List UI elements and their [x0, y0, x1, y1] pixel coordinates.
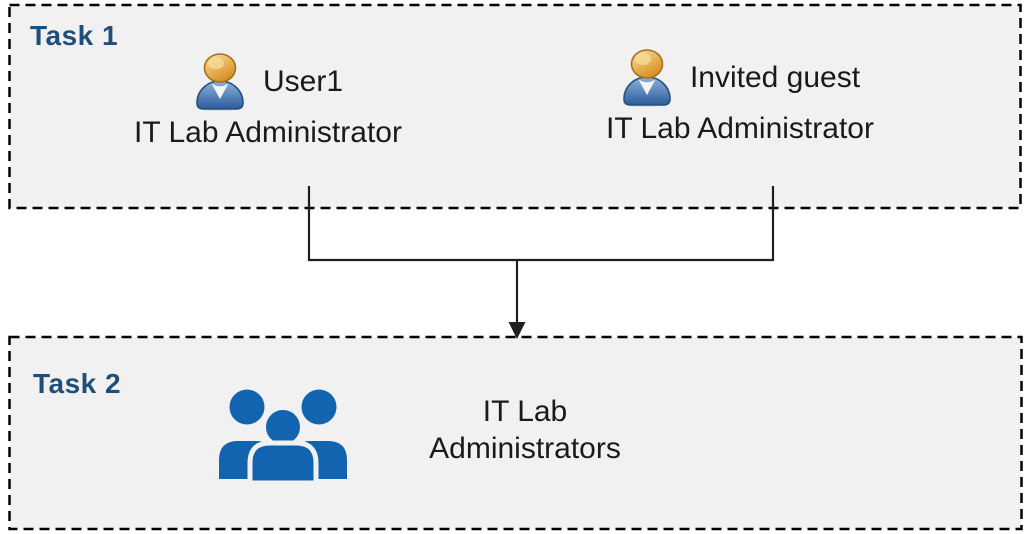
- arrow-down-icon: [508, 322, 526, 339]
- task1-label: Task 1: [30, 20, 119, 51]
- person-icon: [622, 49, 671, 107]
- member-user1-role: IT Lab Administrator: [134, 116, 402, 149]
- member-invited-guest: Invited guest IT Lab Administrator: [560, 48, 920, 146]
- people-group-icon: [219, 389, 347, 483]
- member-user1: User1 IT Lab Administrator: [128, 52, 408, 150]
- group-name-line2: Administrators: [429, 432, 621, 465]
- member-user1-row: User1: [128, 52, 408, 112]
- task2-box: [8, 335, 1023, 531]
- member-invited-guest-row: Invited guest: [560, 48, 920, 108]
- member-invited-guest-name: Invited guest: [689, 61, 861, 94]
- person-icon: [195, 53, 244, 111]
- member-user1-name: User1: [262, 65, 344, 98]
- member-invited-guest-role: IT Lab Administrator: [606, 112, 874, 145]
- merge-connector-line: [307, 186, 775, 262]
- group-name-line1: IT Lab: [482, 395, 568, 428]
- task2-label: Task 2: [33, 368, 122, 399]
- group-name: IT Lab Administrators: [400, 393, 650, 467]
- task1-box: [8, 3, 1022, 210]
